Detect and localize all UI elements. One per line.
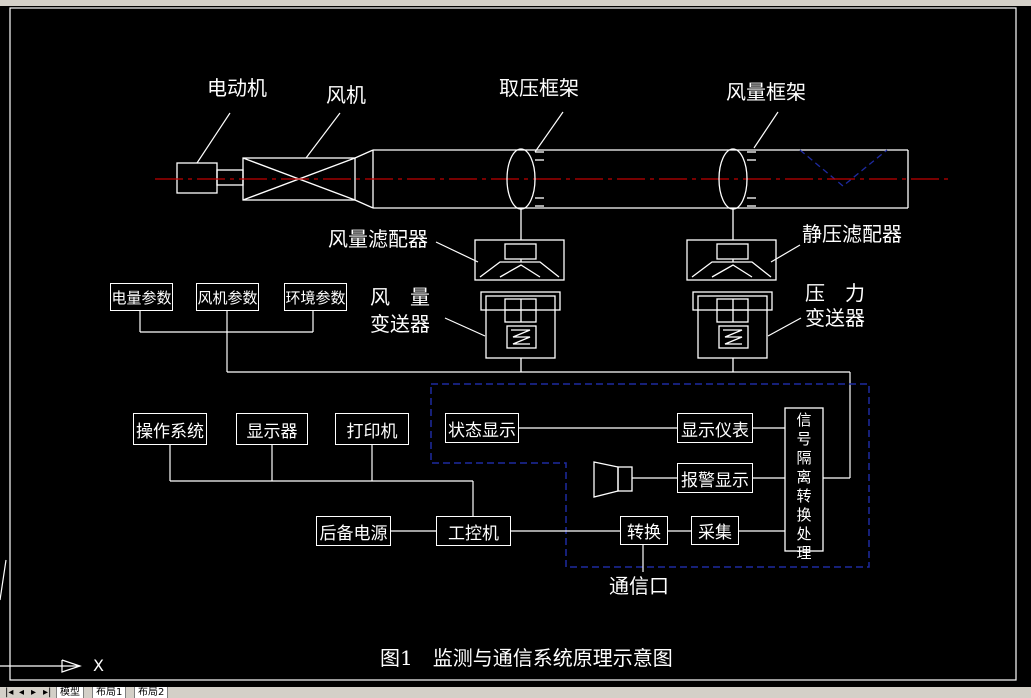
fan-params-box: 风机参数	[196, 283, 259, 311]
status-display-box: 状态显示	[445, 413, 519, 443]
pressure-transmitter-label-2: 变送器	[805, 306, 865, 330]
env-params-box: 环境参数	[284, 283, 347, 311]
signal-char: 转	[796, 487, 812, 505]
pressure-transmitter-assembly	[686, 209, 777, 372]
ipc-box: 工控机	[436, 516, 511, 546]
signal-char: 离	[796, 468, 812, 486]
ucs-axis-x-label: X	[93, 656, 104, 675]
signal-isolation-label: 信 号 隔 离 转 换 处 理	[794, 411, 814, 563]
motor	[176, 162, 244, 194]
param-bus-lines	[139, 311, 851, 479]
signal-char: 信	[796, 411, 812, 429]
airflow-transmitter-label-2: 变送器	[370, 312, 430, 336]
ucs-axis-icon	[0, 559, 82, 673]
tab-nav-first-icon[interactable]: |◂	[2, 687, 17, 698]
signal-char: 号	[796, 430, 812, 448]
power-params-box: 电量参数	[110, 283, 173, 311]
fan-label: 风机	[326, 83, 366, 107]
pressure-frame-label: 取压框架	[499, 76, 579, 100]
collect-box: 采集	[691, 516, 739, 545]
os-box: 操作系统	[133, 413, 207, 445]
signal-char: 换	[796, 506, 812, 524]
connection-lines	[169, 427, 785, 572]
display-box: 显示器	[236, 413, 308, 445]
layout-tab-bar: |◂ ◂ ▸ ▸| 模型 布局1 布局2	[0, 687, 1031, 698]
tab-nav-next-icon[interactable]: ▸	[28, 687, 40, 698]
instrument-display-box: 显示仪表	[677, 413, 753, 443]
pressure-transmitter-label-1: 压 力	[805, 281, 865, 305]
tab-layout1[interactable]: 布局1	[92, 687, 127, 698]
tab-model[interactable]: 模型	[56, 687, 84, 698]
printer-box: 打印机	[335, 413, 409, 445]
airflow-filter-label: 风量滤配器	[328, 227, 428, 251]
alarm-display-box: 报警显示	[677, 463, 753, 493]
signal-char: 隔	[796, 449, 812, 467]
leader-lines	[196, 111, 802, 337]
tab-layout2[interactable]: 布局2	[134, 687, 169, 698]
motor-label: 电动机	[207, 76, 267, 100]
airflow-frame-label: 风量框架	[726, 80, 806, 104]
convert-box: 转换	[620, 516, 668, 545]
backup-power-box: 后备电源	[316, 516, 391, 546]
signal-char: 理	[796, 544, 812, 562]
drawing-border	[9, 7, 1017, 681]
dashed-enclosure	[430, 383, 870, 568]
window-top-edge	[0, 0, 1031, 6]
figure-caption: 图1 监测与通信系统原理示意图	[380, 646, 673, 670]
signal-char: 处	[796, 525, 812, 543]
alarm-horn-icon	[593, 461, 633, 498]
tab-nav-last-icon[interactable]: ▸|	[40, 687, 55, 698]
duct-dashed-v	[799, 149, 888, 187]
airflow-transmitter-label-1: 风 量	[370, 285, 430, 309]
comm-port-label: 通信口	[609, 574, 669, 598]
static-filter-label: 静压滤配器	[802, 222, 902, 246]
signal-isolation-box	[784, 407, 824, 552]
tab-nav-prev-icon[interactable]: ◂	[16, 687, 28, 698]
airflow-transmitter-assembly	[474, 209, 565, 372]
